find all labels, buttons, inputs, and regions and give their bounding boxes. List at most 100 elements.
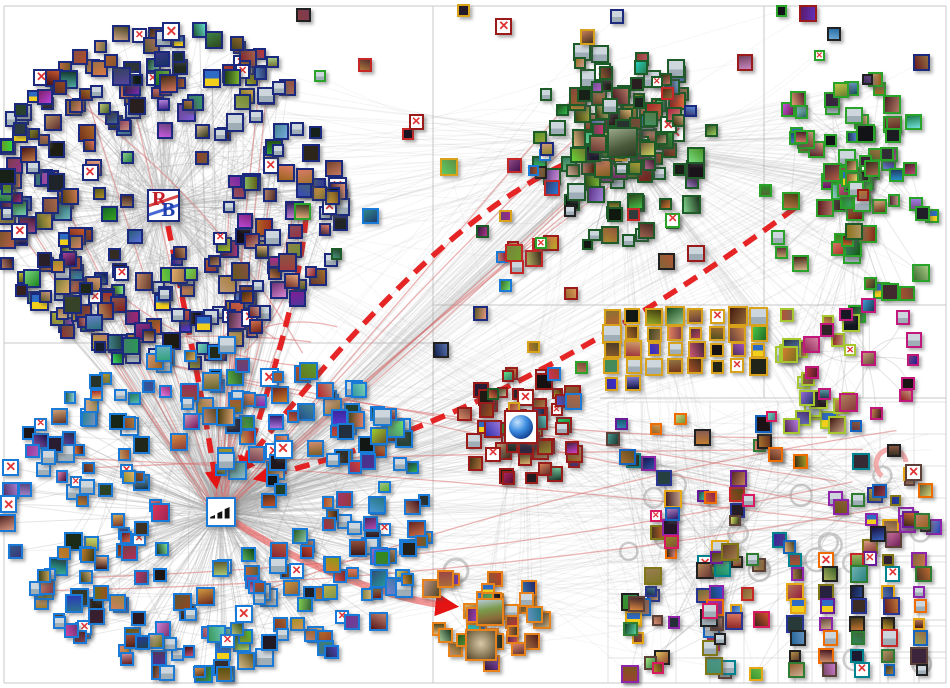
- graph-node[interactable]: [257, 86, 276, 105]
- graph-node[interactable]: [833, 82, 849, 98]
- graph-node[interactable]: [336, 491, 354, 509]
- graph-node[interactable]: [109, 593, 127, 611]
- graph-node[interactable]: [114, 388, 127, 402]
- graph-node[interactable]: [652, 167, 666, 180]
- graph-node[interactable]: [823, 630, 839, 646]
- graph-node[interactable]: ✕: [813, 49, 825, 61]
- graph-node[interactable]: [368, 612, 388, 631]
- graph-node[interactable]: [898, 285, 915, 302]
- graph-node[interactable]: [159, 665, 175, 681]
- graph-node[interactable]: [127, 391, 141, 405]
- graph-node[interactable]: [640, 455, 657, 472]
- graph-node[interactable]: [709, 325, 725, 342]
- graph-node[interactable]: [80, 547, 97, 564]
- graph-node[interactable]: ✕: [709, 309, 726, 325]
- graph-node[interactable]: [120, 544, 138, 562]
- graph-node[interactable]: [821, 565, 839, 583]
- graph-node[interactable]: [556, 103, 569, 116]
- graph-node[interactable]: [523, 632, 541, 650]
- graph-node[interactable]: ✕: [377, 522, 392, 537]
- graph-node[interactable]: [646, 326, 663, 342]
- graph-node[interactable]: [37, 89, 53, 105]
- graph-node[interactable]: [507, 157, 523, 174]
- graph-node[interactable]: [887, 443, 901, 458]
- graph-node[interactable]: [615, 417, 628, 430]
- graph-node[interactable]: [194, 314, 213, 333]
- graph-node[interactable]: [299, 544, 314, 559]
- graph-node[interactable]: [336, 422, 355, 441]
- graph-node[interactable]: [667, 358, 683, 374]
- graph-node[interactable]: ✕: [33, 417, 48, 431]
- graph-node[interactable]: [579, 29, 596, 45]
- graph-node[interactable]: [296, 183, 312, 199]
- graph-node[interactable]: [915, 663, 928, 676]
- graph-node[interactable]: [191, 22, 208, 38]
- graph-node[interactable]: [79, 281, 93, 296]
- graph-node[interactable]: [660, 87, 674, 101]
- graph-node[interactable]: [527, 341, 540, 354]
- graph-node[interactable]: [563, 204, 576, 217]
- graph-node[interactable]: [912, 630, 929, 646]
- graph-node[interactable]: [64, 594, 83, 613]
- graph-node[interactable]: ✕: [81, 163, 99, 181]
- graph-node[interactable]: ✕: [485, 446, 501, 462]
- graph-node[interactable]: [887, 193, 901, 207]
- graph-node[interactable]: [642, 157, 656, 171]
- graph-node[interactable]: [884, 530, 902, 549]
- graph-node[interactable]: ✕: [2, 458, 20, 477]
- graph-node[interactable]: [575, 361, 589, 375]
- graph-node[interactable]: [104, 54, 118, 68]
- graph-node[interactable]: ✕: [114, 266, 130, 282]
- graph-node[interactable]: [260, 634, 278, 652]
- graph-node[interactable]: [705, 657, 724, 675]
- graph-node[interactable]: [499, 209, 513, 223]
- graph-node[interactable]: [63, 295, 83, 315]
- graph-node[interactable]: [728, 325, 746, 344]
- graph-node[interactable]: [770, 230, 786, 246]
- graph-node[interactable]: [283, 273, 301, 290]
- graph-node[interactable]: [748, 307, 768, 327]
- graph-node[interactable]: [540, 142, 554, 157]
- graph-node[interactable]: [84, 313, 103, 332]
- graph-node[interactable]: [402, 127, 415, 140]
- graph-node[interactable]: [666, 59, 686, 78]
- graph-node[interactable]: [157, 122, 174, 139]
- graph-node[interactable]: [526, 606, 543, 624]
- graph-node[interactable]: [78, 570, 94, 585]
- graph-node[interactable]: [586, 185, 605, 204]
- graph-node[interactable]: [684, 104, 697, 118]
- graph-node[interactable]: [13, 103, 28, 117]
- graph-node[interactable]: ✕: [132, 28, 147, 43]
- graph-node[interactable]: [304, 266, 318, 279]
- graph-node[interactable]: [299, 361, 319, 381]
- graph-node[interactable]: [15, 283, 29, 297]
- graph-node[interactable]: [775, 5, 788, 17]
- graph-node[interactable]: [456, 3, 470, 17]
- graph-node[interactable]: [106, 334, 124, 351]
- graph-node[interactable]: [789, 597, 807, 615]
- graph-node[interactable]: [182, 644, 196, 658]
- graph-node[interactable]: ✕: [843, 344, 857, 357]
- graph-node[interactable]: [566, 163, 580, 178]
- graph-node[interactable]: [172, 50, 185, 63]
- graph-node[interactable]: [240, 290, 255, 304]
- graph-node[interactable]: [570, 146, 587, 164]
- graph-node[interactable]: [823, 134, 837, 148]
- graph-node[interactable]: [790, 90, 807, 107]
- graph-node[interactable]: [141, 328, 157, 344]
- graph-node[interactable]: [436, 570, 455, 588]
- graph-node[interactable]: [913, 586, 925, 598]
- graph-node[interactable]: [604, 377, 619, 391]
- graph-node[interactable]: [153, 567, 168, 582]
- graph-node[interactable]: [768, 447, 783, 462]
- graph-node[interactable]: [537, 438, 554, 455]
- graph-node[interactable]: [80, 410, 98, 428]
- graph-node[interactable]: [222, 201, 236, 214]
- graph-node[interactable]: [644, 357, 664, 377]
- graph-node[interactable]: [651, 614, 663, 626]
- graph-node[interactable]: [292, 528, 309, 545]
- graph-node[interactable]: [296, 7, 312, 23]
- graph-node[interactable]: [36, 252, 53, 268]
- graph-node[interactable]: [576, 87, 592, 103]
- graph-node[interactable]: [603, 340, 622, 358]
